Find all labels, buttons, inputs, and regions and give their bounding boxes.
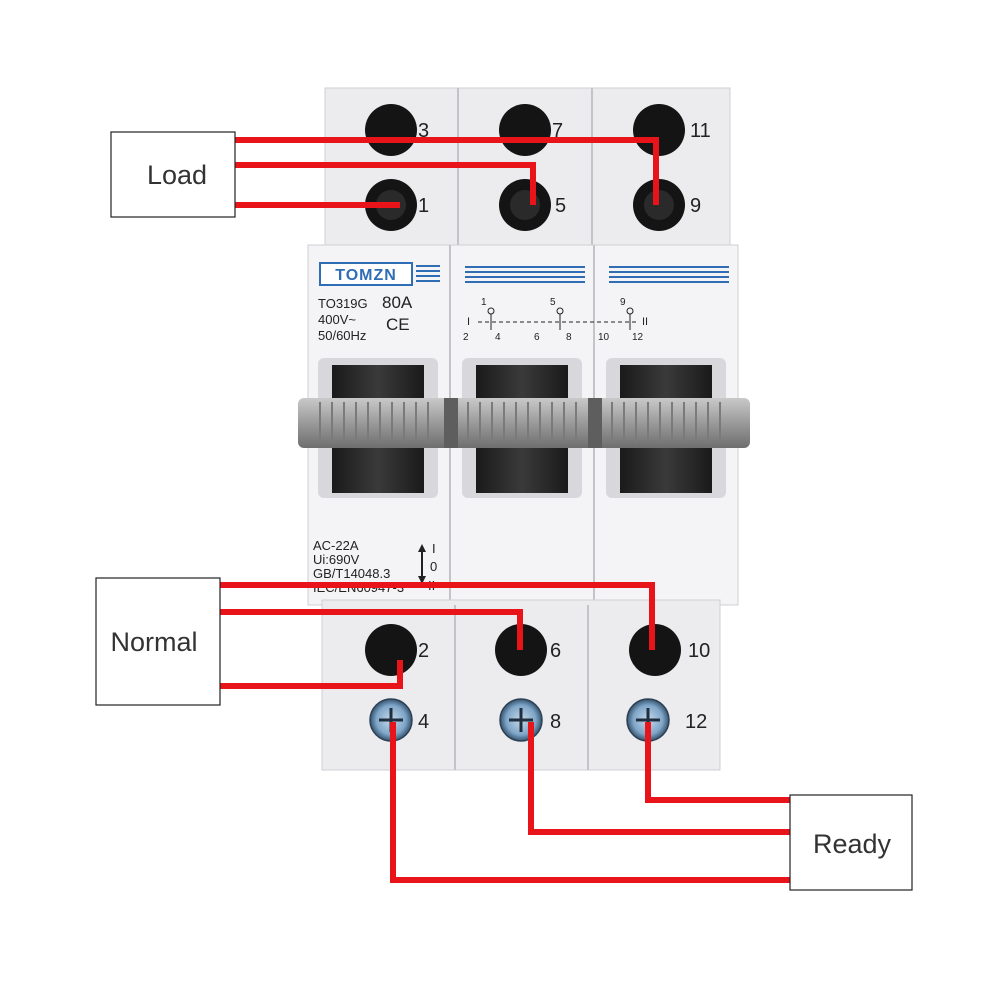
terminal-label-10: 10 <box>688 640 710 662</box>
svg-text:6: 6 <box>534 332 540 343</box>
svg-text:9: 9 <box>620 297 626 308</box>
svg-text:1: 1 <box>481 297 487 308</box>
svg-text:8: 8 <box>566 332 572 343</box>
screw-terminal-8[interactable] <box>499 698 543 742</box>
load-label-box: Load <box>110 131 236 218</box>
screw-terminal-4[interactable] <box>369 698 413 742</box>
terminal-label-7: 7 <box>552 120 563 142</box>
terminal-label-8: 8 <box>550 711 561 733</box>
terminal-hole-2[interactable] <box>365 624 417 676</box>
terminal-label-11: 11 <box>690 120 711 142</box>
contact-schematic: 1 5 9 I II 2 4 6 8 10 12 <box>463 297 648 343</box>
svg-text:I: I <box>432 541 436 556</box>
terminal-label-3: 3 <box>418 120 429 142</box>
wire-normal-terminal-2 <box>220 660 403 689</box>
wire-normal-terminal-6 <box>220 609 523 650</box>
brand-logo: TOMZN <box>319 262 440 286</box>
frequency-rating: 50/60Hz <box>318 328 366 343</box>
utilization-category: AC-22A <box>313 538 359 553</box>
terminal-label-1: 1 <box>418 195 429 217</box>
voltage-rating: 400V~ <box>318 312 356 327</box>
svg-text:0: 0 <box>430 559 437 574</box>
ready-label: Ready <box>813 829 892 859</box>
switch-handle[interactable] <box>298 398 750 448</box>
wire-load-terminal-5 <box>235 162 536 205</box>
ce-mark: CE <box>386 315 410 334</box>
normal-label-box: Normal <box>95 577 221 706</box>
normal-label: Normal <box>110 627 197 657</box>
wire-load-terminal-9 <box>235 137 659 205</box>
svg-text:5: 5 <box>550 297 556 308</box>
wire-normal-terminal-10 <box>220 582 655 650</box>
load-label: Load <box>147 160 207 190</box>
terminal-label-4: 4 <box>418 711 429 733</box>
terminal-label-2: 2 <box>418 640 429 662</box>
svg-text:12: 12 <box>632 332 644 343</box>
current-rating: 80A <box>382 293 413 312</box>
terminal-hole-7[interactable] <box>499 104 551 156</box>
load-wires <box>235 137 659 208</box>
wire-ready-terminal-12 <box>645 722 790 803</box>
svg-text:I: I <box>467 316 470 328</box>
standard-gb: GB/T14048.3 <box>313 566 390 581</box>
brand-stripes <box>465 266 729 283</box>
ready-label-box: Ready <box>789 794 913 891</box>
wire-ready-terminal-4 <box>390 722 790 883</box>
terminal-label-12: 12 <box>685 711 707 733</box>
svg-text:II: II <box>642 316 648 328</box>
svg-text:10: 10 <box>598 332 610 343</box>
wire-ready-terminal-8 <box>528 722 790 835</box>
svg-text:2: 2 <box>463 332 469 343</box>
terminal-label-5: 5 <box>555 195 566 217</box>
terminal-hole-3[interactable] <box>365 104 417 156</box>
normal-wires <box>220 582 655 689</box>
screw-terminal-12[interactable] <box>626 698 670 742</box>
model-number: TO319G <box>318 296 368 311</box>
terminal-label-6: 6 <box>550 640 561 662</box>
svg-text:4: 4 <box>495 332 501 343</box>
ready-wires <box>390 722 790 883</box>
terminal-label-9: 9 <box>690 195 701 217</box>
brand-name: TOMZN <box>335 267 397 284</box>
insulation-voltage: Ui:690V <box>313 552 360 567</box>
